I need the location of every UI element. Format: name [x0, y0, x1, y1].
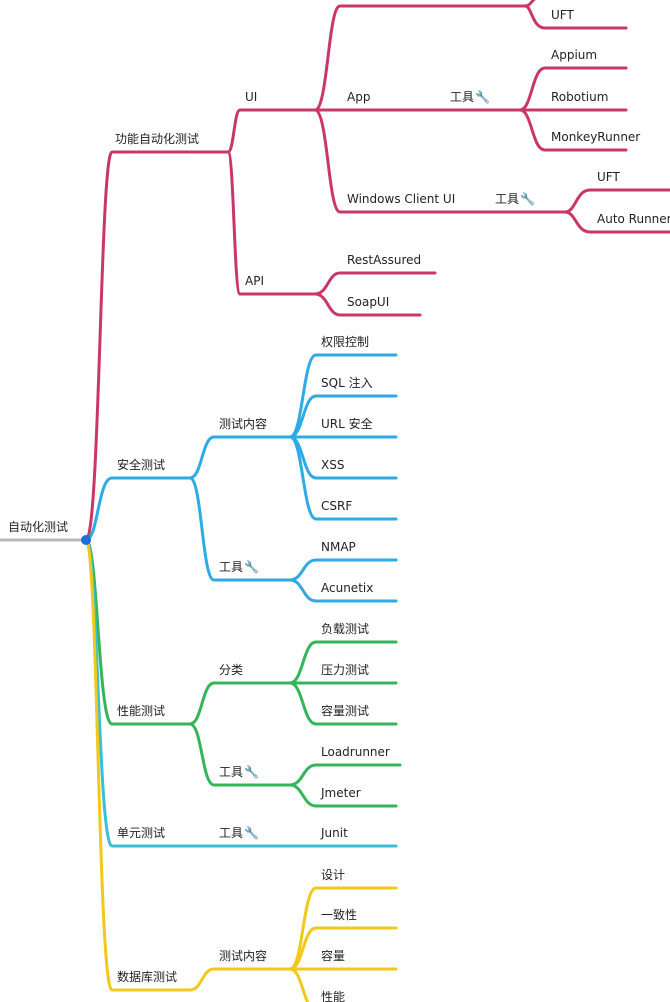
edge-csrf [288, 435, 398, 521]
edge-capacity-test [288, 681, 398, 726]
node-uft-top[interactable]: UFT [551, 8, 574, 22]
node-security[interactable]: 安全测试 [117, 457, 165, 472]
node-app[interactable]: App [347, 90, 370, 104]
node-jmeter[interactable]: Jmeter [320, 786, 361, 800]
edge-database [84, 538, 192, 992]
node-consistency[interactable]: 一致性 [321, 908, 357, 922]
node-sec-tool[interactable]: 工具 [219, 560, 243, 574]
wrench-icon: 🔧 [475, 89, 490, 104]
edge-app-upper [313, 4, 527, 112]
edge-functional [84, 150, 230, 542]
node-perm[interactable]: 权限控制 [321, 335, 369, 349]
node-root[interactable]: 自动化测试 [8, 519, 68, 534]
node-load[interactable]: 负载测试 [321, 621, 369, 636]
edge-security [84, 476, 192, 542]
node-junit[interactable]: Junit [320, 826, 348, 840]
node-db-content[interactable]: 测试内容 [219, 948, 267, 963]
root-dot [81, 535, 91, 545]
node-ui[interactable]: UI [245, 90, 257, 104]
node-csrf[interactable]: CSRF [321, 499, 352, 513]
node-sec-content[interactable]: 测试内容 [219, 416, 267, 431]
node-api[interactable]: API [245, 274, 264, 288]
edge-db-content [188, 967, 292, 992]
edge-db-perf [288, 967, 310, 1002]
node-restassured[interactable]: RestAssured [347, 253, 421, 267]
edge-perf-tool [188, 722, 292, 787]
node-functional[interactable]: 功能自动化测试 [115, 131, 199, 146]
node-xss[interactable]: XSS [321, 458, 344, 472]
node-win-ui[interactable]: Windows Client UI [347, 192, 455, 206]
edge-api [226, 150, 317, 296]
node-soapui[interactable]: SoapUI [347, 295, 389, 309]
edge-monkeyrunner [518, 108, 628, 152]
edge-uft-top-stub [523, 0, 536, 8]
node-acunetix[interactable]: Acunetix [321, 581, 373, 595]
edge-win-uft [563, 188, 670, 214]
edge-acunetix [288, 578, 398, 603]
node-performance[interactable]: 性能测试 [117, 703, 165, 718]
node-win-tool[interactable]: 工具 [495, 192, 519, 206]
node-app-tool[interactable]: 工具 [450, 90, 474, 104]
edge-soapui [313, 292, 422, 317]
node-monkeyrunner[interactable]: MonkeyRunner [551, 130, 640, 144]
edge-nmap [288, 558, 398, 582]
node-sqli[interactable]: SQL 注入 [321, 375, 373, 390]
wrench-icon: 🔧 [244, 559, 259, 574]
node-appium[interactable]: Appium [551, 48, 597, 62]
edge-restassured [313, 271, 437, 296]
wrench-icon: 🔧 [244, 825, 259, 840]
node-design[interactable]: 设计 [321, 868, 345, 882]
node-database[interactable]: 数据库测试 [117, 969, 177, 984]
node-loadrunner[interactable]: Loadrunner [321, 745, 390, 759]
node-robotium[interactable]: Robotium [551, 90, 608, 104]
node-category[interactable]: 分类 [219, 663, 243, 677]
node-capacity-test[interactable]: 容量测试 [321, 703, 369, 718]
wrench-icon: 🔧 [520, 191, 535, 206]
edge-sec-content [188, 435, 292, 480]
wrench-icon: 🔧 [244, 764, 259, 779]
edge-autorunner [563, 210, 670, 234]
node-stress[interactable]: 压力测试 [321, 662, 369, 677]
edge-loadrunner [288, 763, 402, 787]
node-autorunner[interactable]: Auto Runner [597, 212, 670, 226]
node-db-perf[interactable]: 性能 [321, 990, 345, 1002]
node-perf-tool[interactable]: 工具 [219, 765, 243, 779]
node-capacity[interactable]: 容量 [321, 948, 345, 963]
edge-category [188, 681, 292, 726]
edge-ui [226, 108, 342, 154]
node-win-uft[interactable]: UFT [597, 170, 620, 184]
edge-win-ui [313, 108, 567, 214]
edge-jmeter [288, 783, 398, 808]
node-url[interactable]: URL 安全 [321, 416, 373, 431]
edge-uft-top [523, 4, 628, 30]
node-nmap[interactable]: NMAP [321, 540, 356, 554]
node-unit[interactable]: 单元测试 [117, 825, 165, 840]
node-unit-tool[interactable]: 工具 [219, 826, 243, 840]
edge-performance [84, 538, 192, 726]
edge-sec-tool [188, 476, 292, 582]
